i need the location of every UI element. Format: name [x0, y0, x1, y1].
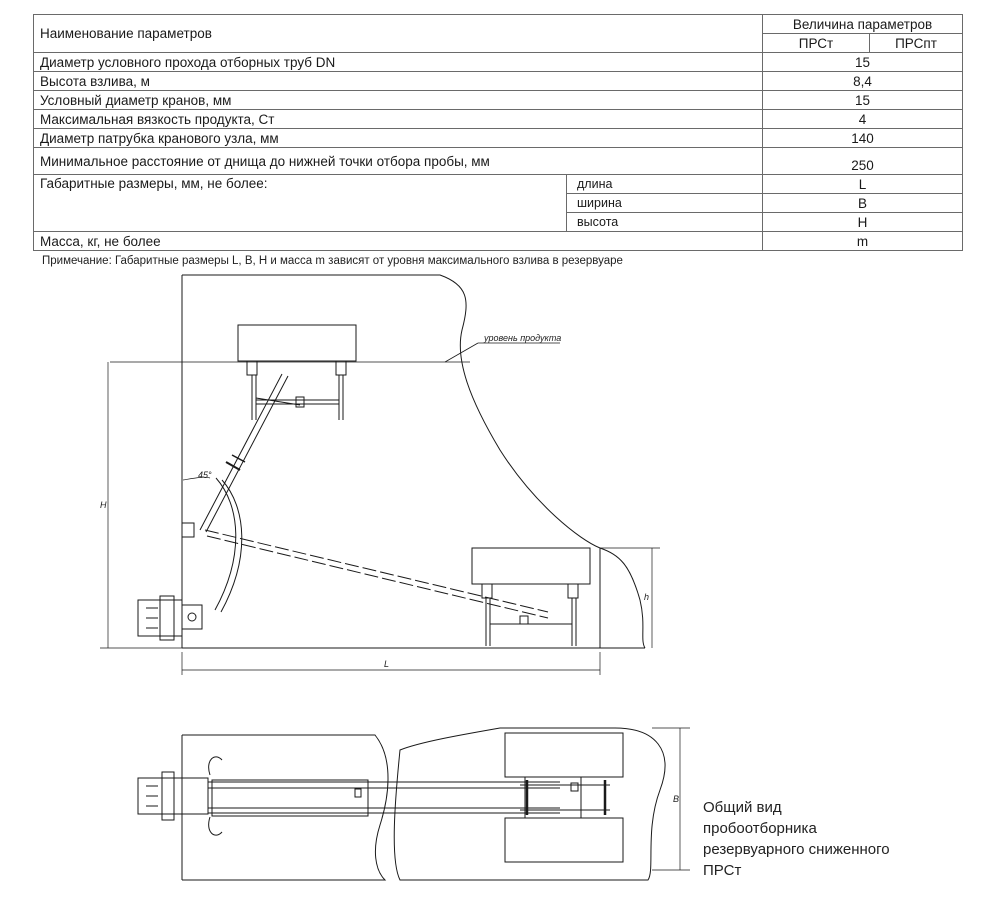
product-level-label: уровень продукта	[483, 333, 561, 343]
plan-pipes	[208, 779, 560, 817]
dimension-lines-side	[100, 362, 660, 675]
caption-line: ПРСт	[703, 862, 742, 879]
upper-sampling-pipe	[182, 373, 289, 613]
drawing-caption: Общий вид пробоотборника резервуарного с…	[703, 797, 890, 881]
row-name: Минимальное расстояние от днища до нижне…	[33, 147, 763, 175]
table-note: Примечание: Габаритные размеры L, B, H и…	[42, 255, 623, 267]
caption-line: резервуарного сниженного	[703, 841, 890, 858]
product-level-line	[110, 342, 560, 363]
angle-label: 45°	[198, 470, 212, 480]
table-row: Диаметр патрубка кранового узла, мм 140	[33, 128, 963, 148]
row-name: Максимальная вязкость продукта, Ст	[33, 109, 763, 129]
table-row: Минимальное расстояние от днища до нижне…	[33, 147, 963, 175]
mass-name: Масса, кг, не более	[33, 231, 763, 251]
caption-line: пробоотборника	[703, 820, 817, 837]
table-row: Максимальная вязкость продукта, Ст 4	[33, 109, 963, 129]
dimensions-name: Габаритные размеры, мм, не более:	[33, 174, 567, 232]
dim-label-L: L	[384, 659, 389, 669]
table-row: Диаметр условного прохода отборных труб …	[33, 52, 963, 72]
table-row: ширина B	[34, 193, 963, 213]
plan-lower-float	[504, 732, 624, 863]
row-name: Диаметр условного прохода отборных труб …	[33, 52, 763, 72]
dim-label-H: H	[100, 500, 107, 510]
upper-float	[237, 324, 357, 420]
lower-sampling-pipe	[204, 529, 549, 619]
header-value-group: Величина параметров	[762, 14, 963, 34]
row-value: 15	[762, 90, 963, 110]
dimension-lines-plan	[652, 727, 690, 871]
tank-outline-plan	[181, 727, 666, 881]
parameters-table: Наименование параметров Величина парамет…	[33, 14, 963, 251]
dim-label-h: h	[644, 592, 649, 602]
dim-label-B: B	[673, 794, 679, 804]
mass-value: m	[762, 231, 963, 251]
plan-valve-block	[137, 756, 223, 836]
row-name: Диаметр патрубка кранового узла, мм	[33, 128, 763, 148]
caption-line: Общий вид	[703, 799, 782, 816]
table-row: Масса, кг, не более m	[33, 231, 963, 251]
table-row: высота H	[34, 212, 963, 232]
valve-block	[137, 522, 203, 641]
tank-outline	[181, 274, 646, 649]
lower-float	[471, 547, 591, 646]
row-value: 140	[762, 128, 963, 148]
header-param-name: Наименование параметров	[33, 14, 763, 53]
